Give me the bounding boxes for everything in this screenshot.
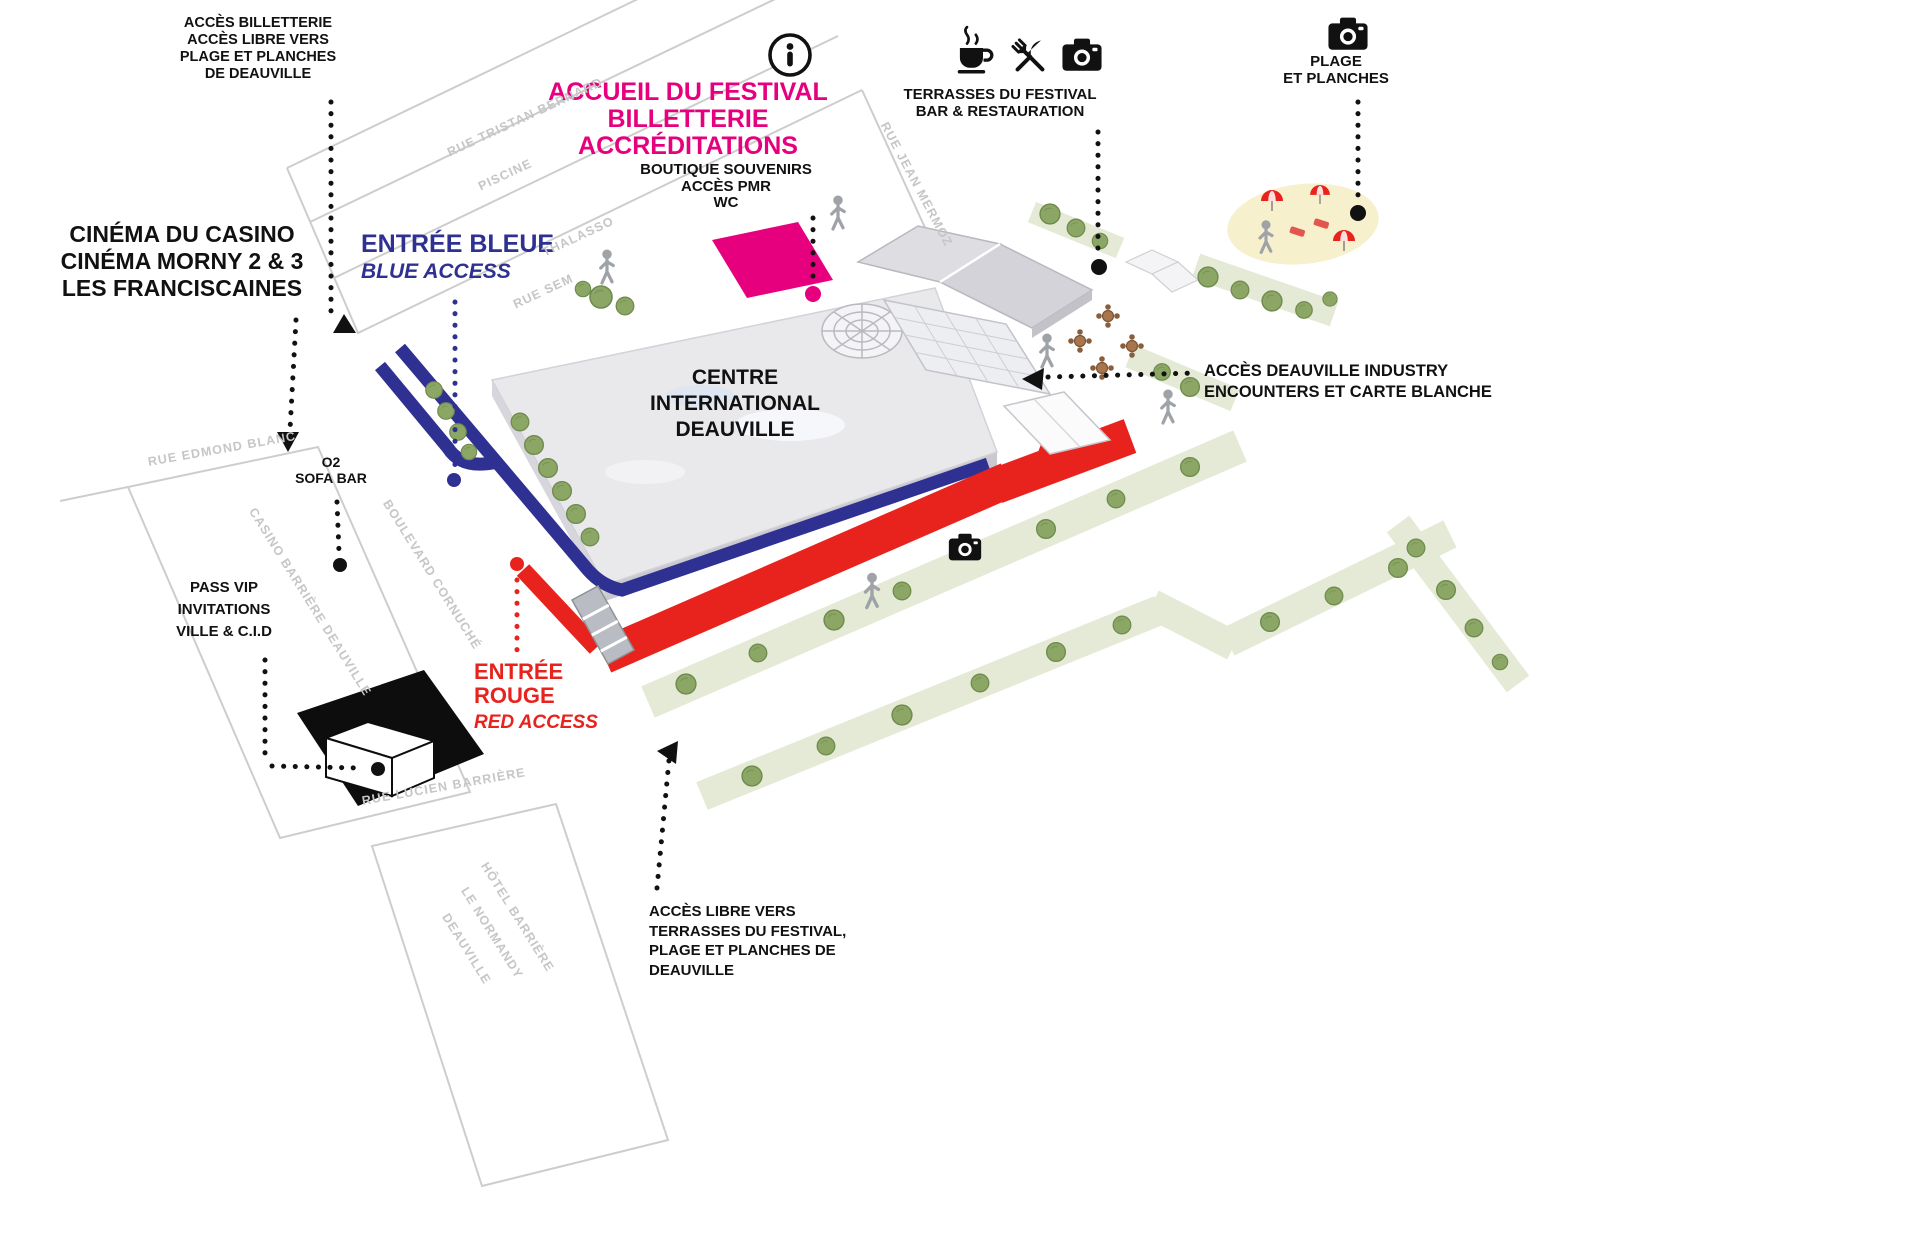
label-line: PLAGE ET PLANCHES bbox=[179, 49, 337, 65]
label-line: PASS VIP bbox=[189, 579, 259, 596]
red-route bbox=[516, 419, 1137, 673]
street-grid bbox=[59, 0, 949, 1188]
coffee-icon bbox=[956, 25, 994, 76]
label-line: TERRASSES DU FESTIVAL, bbox=[649, 922, 847, 940]
label-line: DEAUVILLE bbox=[675, 418, 795, 441]
label-line: ACCÈS LIBRE VERS bbox=[649, 903, 796, 920]
pink-entrance-zone bbox=[712, 222, 833, 298]
label-terrasses: TERRASSES DU FESTIVAL BAR & RESTAURATION bbox=[888, 86, 1112, 120]
label-line: ACCÈS BILLETTERIE bbox=[183, 15, 333, 31]
info-icon bbox=[768, 33, 812, 77]
label-line: CINÉMA DU CASINO bbox=[69, 221, 295, 247]
label-entree-rouge: ENTRÉE ROUGE RED ACCESS bbox=[474, 659, 598, 734]
label-line: DEAUVILLE bbox=[649, 961, 735, 979]
label-entree-bleue: ENTRÉE BLEUE BLUE ACCESS bbox=[361, 230, 555, 284]
label-line: O2 bbox=[321, 454, 341, 470]
blue-route bbox=[374, 343, 991, 597]
label-line: ACCUEIL DU FESTIVAL bbox=[548, 78, 828, 106]
label-line: CENTRE bbox=[691, 366, 779, 389]
label-acces-billetterie: ACCÈS BILLETTERIE ACCÈS LIBRE VERS PLAGE… bbox=[166, 15, 350, 83]
label-line: ACCRÉDITATIONS bbox=[578, 132, 798, 160]
fork-knife-icon bbox=[1010, 37, 1049, 76]
label-line: BAR & RESTAURATION bbox=[915, 102, 1085, 120]
camera-icon bbox=[1062, 38, 1102, 71]
blue-access-subtitle: BLUE ACCESS bbox=[361, 260, 511, 283]
blue-access-title: ENTRÉE BLEUE bbox=[361, 230, 555, 258]
label-line: LES FRANCISCAINES bbox=[61, 275, 303, 301]
label-line: CINÉMA MORNY 2 & 3 bbox=[60, 248, 304, 274]
label-cinemas: CINÉMA DU CASINO CINÉMA MORNY 2 & 3 LES … bbox=[50, 221, 314, 302]
label-accueil-festival: ACCUEIL DU FESTIVAL BILLETTERIE ACCRÉDIT… bbox=[546, 79, 830, 160]
label-line: PLAGE ET PLANCHES DE bbox=[649, 942, 836, 959]
label-line: BILLETTERIE bbox=[607, 105, 769, 133]
label-industry: ACCÈS DEAUVILLE INDUSTRY ENCOUNTERS ET C… bbox=[1204, 361, 1492, 403]
photo-spot-camera-icon bbox=[948, 533, 982, 561]
label-line: ENCOUNTERS ET CARTE BLANCHE bbox=[1204, 383, 1492, 401]
beach-area bbox=[1227, 183, 1379, 265]
label-o2-sofa-bar: O2 SOFA BAR bbox=[279, 454, 383, 486]
label-line: ACCÈS PMR bbox=[680, 177, 771, 195]
label-line: BOUTIQUE SOUVENIRS bbox=[640, 161, 812, 178]
label-line: DE DEAUVILLE bbox=[204, 66, 312, 82]
label-cid: CENTRE INTERNATIONAL DEAUVILLE bbox=[623, 365, 847, 443]
label-line: WC bbox=[713, 194, 739, 211]
red-access-subtitle: RED ACCESS bbox=[474, 712, 598, 733]
label-line: INVITATIONS bbox=[177, 601, 271, 618]
red-access-title: ENTRÉE bbox=[474, 659, 564, 684]
label-line: ET PLANCHES bbox=[1283, 70, 1389, 87]
label-plage-planches: PLAGE ET PLANCHES bbox=[1274, 53, 1398, 87]
annotation-lines bbox=[262, 99, 1366, 891]
east-annex-building bbox=[1002, 391, 1112, 455]
label-line: ACCÈS DEAUVILLE INDUSTRY bbox=[1204, 362, 1449, 380]
label-line: PLAGE bbox=[1310, 53, 1362, 70]
terrace-canopy bbox=[1124, 249, 1200, 293]
label-pass-vip: PASS VIP INVITATIONS VILLE & C.I.D bbox=[157, 577, 291, 643]
label-accueil-services: BOUTIQUE SOUVENIRS ACCÈS PMR WC bbox=[624, 161, 828, 212]
entrance-steps bbox=[570, 584, 636, 666]
casino-block bbox=[297, 670, 484, 806]
red-access-title: ROUGE bbox=[474, 683, 555, 708]
label-acces-libre-terrasses: ACCÈS LIBRE VERS TERRASSES DU FESTIVAL, … bbox=[649, 902, 846, 980]
dome bbox=[821, 303, 903, 359]
label-line: ACCÈS LIBRE VERS bbox=[187, 32, 329, 48]
label-line: VILLE & C.I.D bbox=[176, 623, 272, 640]
north-annex-buildings bbox=[856, 225, 1094, 338]
label-line: SOFA BAR bbox=[295, 470, 367, 486]
label-line: INTERNATIONAL bbox=[650, 392, 820, 415]
glass-roof bbox=[882, 298, 1052, 396]
label-line: TERRASSES DU FESTIVAL bbox=[903, 86, 1097, 103]
camera-icon bbox=[1328, 17, 1368, 50]
